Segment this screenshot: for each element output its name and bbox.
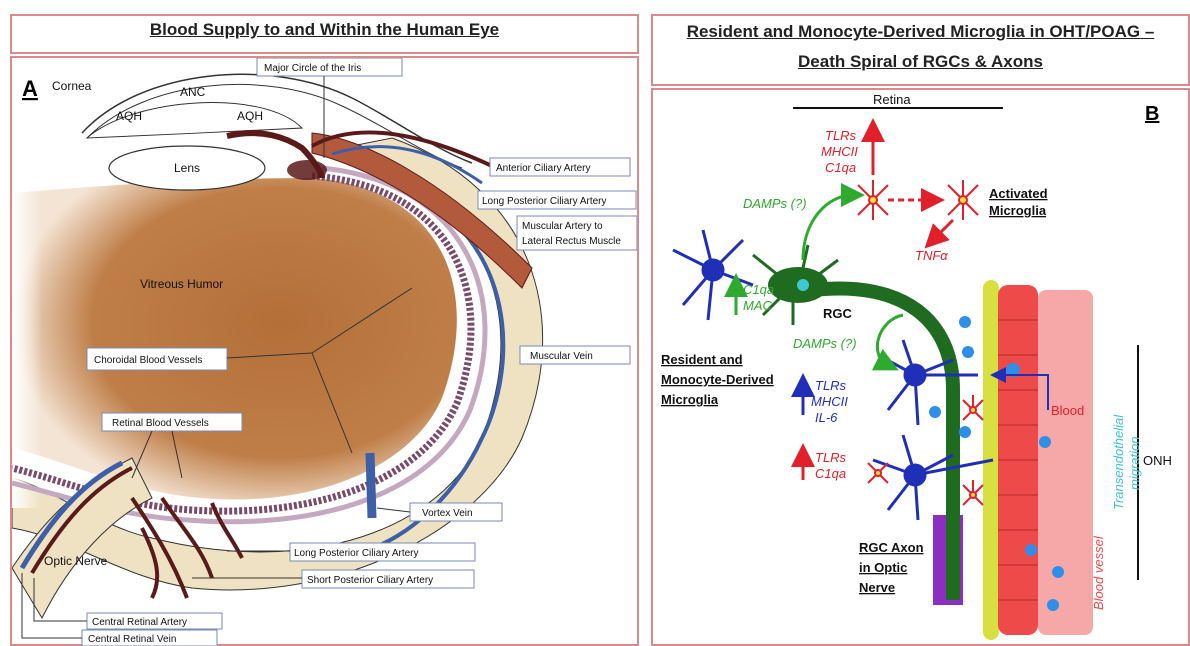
label-aqh-left: AQH [116,109,142,123]
label-damps-top: DAMPs (?) [743,196,807,211]
label-il6: IL-6 [815,410,838,425]
svg-text:Central Retinal Artery: Central Retinal Artery [92,617,187,628]
svg-text:Central Retinal Vein: Central Retinal Vein [88,634,176,645]
svg-text:Retinal Blood Vessels: Retinal Blood Vessels [112,418,209,429]
label-retina: Retina [873,92,911,107]
panel-a-title: Blood Supply to and Within the Human Eye [10,20,639,40]
label-axon-1: RGC Axon [859,540,924,555]
svg-text:Major Circle of the Iris: Major Circle of the Iris [264,63,361,74]
microglia-red-3 [963,395,983,420]
svg-text:Anterior Ciliary Artery: Anterior Ciliary Artery [496,163,590,174]
microglia-red-4 [963,480,983,505]
callout-long-posterior-top: Long Posterior Ciliary Artery [478,191,636,209]
label-aqh-right: AQH [237,109,263,123]
label-rgc: RGC [823,306,853,321]
label-blood: Blood [1051,403,1084,418]
callout-vortex: Vortex Vein [377,503,502,521]
label-transendo-1: Transendothelial [1111,414,1126,510]
panel-a-letter: A [22,76,38,101]
arrow-damps-mid [877,315,903,365]
svg-text:Lateral Rectus Muscle: Lateral Rectus Muscle [522,236,621,247]
label-optic-nerve: Optic Nerve [44,554,108,568]
label-activated-1: Activated [989,186,1048,201]
panel-b-letter: B [1145,103,1159,125]
svg-text:Vortex Vein: Vortex Vein [422,508,473,519]
microglia-red-2 [948,180,978,220]
vortex-vein [370,453,372,518]
label-tlrs-mid: TLRs [815,378,847,393]
callout-muscular-artery: Muscular Artery to Lateral Rectus Muscle [517,216,637,250]
label-tlrs-low: TLRs [815,450,847,465]
microglia-blue-1 [673,230,753,320]
microglia-red-1 [858,180,888,220]
label-c1qa-left: C1qa [743,282,774,297]
svg-text:Long Posterior Ciliary Artery: Long Posterior Ciliary Artery [294,548,419,559]
label-blood-vessel: Blood vessel [1091,535,1106,610]
label-vitreous: Vitreous Humor [140,277,223,291]
label-c1qa-low: C1qa [815,466,846,481]
label-c1qa-top: C1qa [825,160,856,175]
callout-muscular-vein: Muscular Vein [520,346,630,364]
svg-text:Long Posterior Ciliary Artery: Long Posterior Ciliary Artery [482,196,607,207]
label-mhcii-mid: MHCII [811,394,848,409]
svg-text:Muscular Artery to: Muscular Artery to [522,221,603,232]
label-activated-2: Microglia [989,203,1047,218]
label-axon-3: Nerve [859,580,895,595]
svg-text:Choroidal Blood Vessels: Choroidal Blood Vessels [94,355,202,366]
label-damps-mid: DAMPs (?) [793,336,857,351]
arrow-damps-top [803,195,853,260]
panel-b-title-line1: Resident and Monocyte-Derived Microglia … [651,22,1190,42]
label-lens: Lens [174,161,200,175]
panel-b-diagram: Retina B ONH [653,90,1188,644]
label-cornea: Cornea [52,79,92,93]
microglia-blue-3 [873,435,993,520]
label-anc: ANC [180,85,206,99]
label-tnfa: TNFα [915,248,948,263]
label-mhcii-top: MHCII [821,144,858,159]
label-resident-2: Monocyte-Derived [661,372,774,387]
blood-lumen [1038,290,1093,635]
label-transendo-2: migration [1127,437,1142,490]
arrow-tnfa [933,220,953,240]
microglia-red-5 [868,463,888,483]
callout-anterior-ciliary: Anterior Ciliary Artery [490,158,630,176]
svg-text:Muscular Vein: Muscular Vein [530,351,593,362]
svg-text:Short Posterior Ciliary Artery: Short Posterior Ciliary Artery [307,575,433,586]
label-onh: ONH [1143,453,1172,468]
panel-a-diagram: A Cornea ANC AQH AQH Lens Vitreous Humor… [12,58,637,646]
label-mac-left: MAC [743,298,773,313]
label-resident-1: Resident and [661,352,743,367]
ciliary-body [287,160,327,180]
label-tlrs-top: TLRs [825,128,857,143]
label-resident-3: Microglia [661,392,719,407]
label-axon-2: in Optic [859,560,907,575]
panel-b-title-line2: Death Spiral of RGCs & Axons [651,52,1190,72]
